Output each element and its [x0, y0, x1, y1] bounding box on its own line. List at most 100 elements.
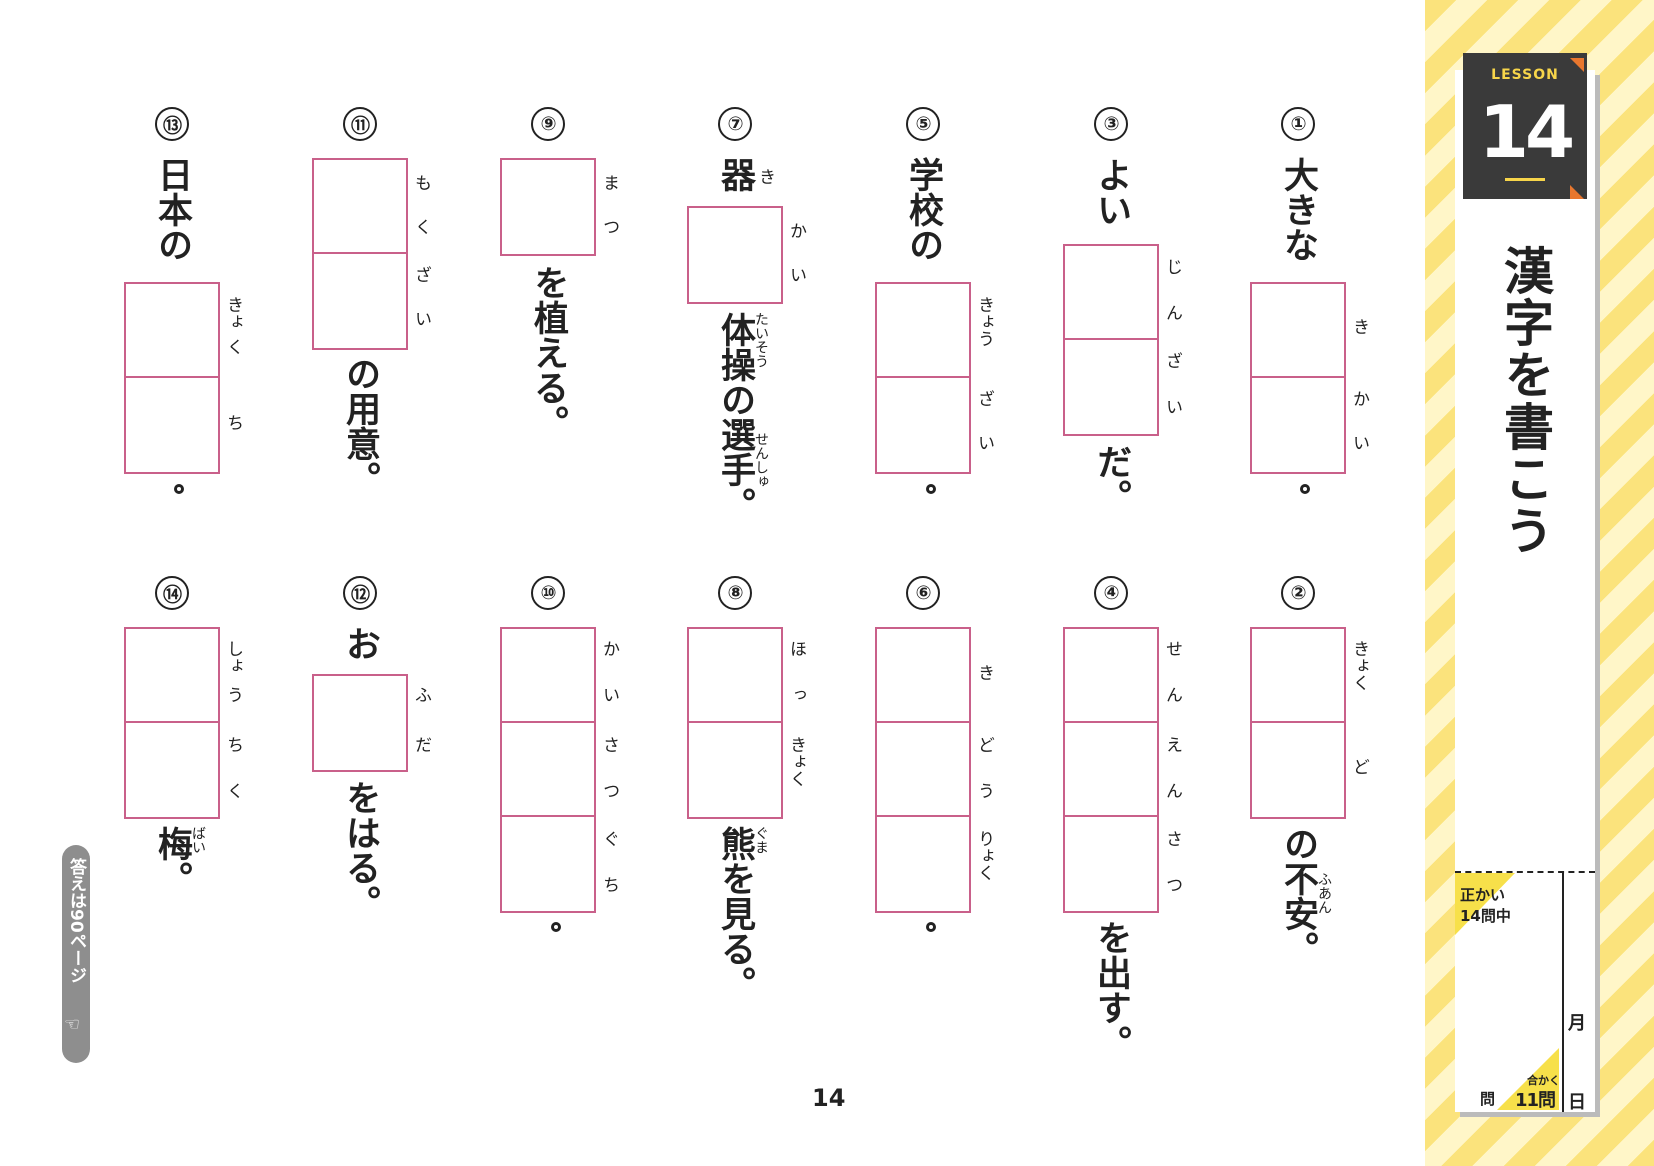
q14-reading-1: しょ	[223, 640, 243, 674]
lesson-card	[1455, 70, 1595, 1112]
q5-reading-2: ざ	[974, 390, 994, 407]
q4-reading-2: ん	[1162, 686, 1182, 703]
q4-reading-4: ん	[1162, 782, 1182, 799]
pass-value: 11問	[1515, 1090, 1556, 1111]
correct-total: 14問中	[1460, 907, 1511, 925]
q13-number: ⑬	[155, 107, 189, 141]
q9-reading-2: つ	[599, 218, 619, 235]
q1-number: ①	[1281, 107, 1315, 141]
q11-answer-boxes[interactable]	[312, 158, 408, 350]
q12-answer-boxes[interactable]	[312, 674, 408, 772]
q10-reading-1: か	[599, 640, 619, 657]
q12-number: ⑫	[343, 576, 377, 610]
q8-number: ⑧	[718, 576, 752, 610]
correct-label: 正かい	[1460, 886, 1506, 904]
q3-reading-1: じ	[1162, 258, 1182, 275]
q4-number: ④	[1094, 576, 1128, 610]
q6-reading-2: ど	[974, 736, 994, 753]
q6-reading-3: う	[974, 782, 994, 799]
q8-reading-3: きょく	[786, 736, 806, 787]
q6-number: ⑥	[906, 576, 940, 610]
q7-post-furi-2: せんしゅ	[753, 432, 769, 488]
q13-answer-boxes[interactable]	[124, 282, 220, 474]
pass-label: 合かく	[1527, 1074, 1560, 1087]
q6-period	[926, 922, 936, 932]
q10-reading-6: ち	[599, 876, 619, 893]
q3-reading-2: ん	[1162, 304, 1182, 321]
lesson-number: 14	[1478, 90, 1575, 174]
q5-answer-boxes[interactable]	[875, 282, 971, 474]
q6-answer-boxes[interactable]	[875, 627, 971, 913]
answer-note-pill	[62, 845, 90, 1063]
month-label: 月	[1568, 1013, 1586, 1034]
day-label: 日	[1568, 1092, 1586, 1113]
q2-answer-boxes[interactable]	[1250, 627, 1346, 819]
q13-period	[174, 484, 184, 494]
lesson-label: LESSON	[1491, 67, 1559, 83]
q7-post-furi-1: たいそう	[753, 312, 769, 368]
page-number: 14	[812, 1084, 846, 1112]
q8-reading-2: っ	[786, 686, 806, 703]
q10-reading-2: い	[599, 686, 619, 703]
q12-reading-2: だ	[411, 736, 431, 753]
q2-post-furi: ふあん	[1316, 872, 1332, 914]
q14-number: ⑭	[155, 576, 189, 610]
q14-reading-2: う	[223, 686, 243, 703]
q8-reading-1: ほ	[786, 640, 806, 657]
q1-reading-2: か	[1349, 390, 1369, 407]
q3-post: だ。	[1091, 444, 1131, 514]
q7-pre-furi: き	[755, 168, 775, 185]
q5-period	[926, 484, 936, 494]
q2-number: ②	[1281, 576, 1315, 610]
q10-reading-3: さ	[599, 736, 619, 753]
q2-reading-2: ど	[1349, 758, 1369, 775]
q13-reading-1: きょ	[223, 296, 243, 330]
q9-reading-1: ま	[599, 174, 619, 191]
q3-pre: よい	[1091, 157, 1131, 227]
q8-answer-boxes[interactable]	[687, 627, 783, 819]
q10-reading-5: ぐ	[599, 830, 619, 847]
q7-answer-boxes[interactable]	[687, 206, 783, 304]
q11-number: ⑪	[343, 107, 377, 141]
q6-reading-4: りょく	[974, 830, 994, 881]
q1-period	[1300, 484, 1310, 494]
q1-pre: 大きな	[1278, 157, 1318, 262]
q13-reading-2: く	[223, 338, 243, 355]
lesson-fold-bottom	[1570, 185, 1584, 199]
q12-pre: お	[340, 626, 380, 661]
q4-reading-3: え	[1162, 736, 1182, 753]
q1-answer-boxes[interactable]	[1250, 282, 1346, 474]
answer-note: 答えは90ページ	[66, 858, 86, 984]
q8-post-furi: ぐま	[753, 826, 769, 854]
q14-answer-boxes[interactable]	[124, 627, 220, 819]
q10-period	[551, 922, 561, 932]
q11-reading-1: も	[411, 174, 431, 191]
pass-triangle	[1497, 1048, 1559, 1110]
q10-reading-4: つ	[599, 782, 619, 799]
q14-post: 梅。	[152, 826, 192, 896]
q14-post-furi: ばい	[190, 826, 206, 854]
q7-post: 体操の選手。	[715, 312, 755, 522]
lesson-fold-corner	[1570, 58, 1584, 72]
q4-answer-boxes[interactable]	[1063, 627, 1159, 913]
q5-pre: 学校の	[903, 157, 943, 262]
q14-reading-3: ち	[223, 736, 243, 753]
q9-answer-boxes[interactable]	[500, 158, 596, 256]
q5-reading-3: い	[974, 434, 994, 451]
q7-pre: 器	[715, 157, 755, 192]
lesson-underline	[1505, 178, 1545, 181]
q2-post: の不安。	[1278, 826, 1318, 966]
q3-reading-4: い	[1162, 398, 1182, 415]
score-corner-tag	[1455, 873, 1515, 935]
score-dashed-line	[1455, 871, 1595, 873]
q12-post: をはる。	[340, 780, 380, 920]
q10-answer-boxes[interactable]	[500, 627, 596, 913]
q7-number: ⑦	[718, 107, 752, 141]
q3-answer-boxes[interactable]	[1063, 244, 1159, 436]
q11-reading-3: ざ	[411, 266, 431, 283]
page-title: 漢字を書こう	[1496, 245, 1554, 557]
q7-reading-2: い	[786, 266, 806, 283]
q3-number: ③	[1094, 107, 1128, 141]
q4-post: を出す。	[1091, 920, 1131, 1060]
q14-reading-4: く	[223, 782, 243, 799]
